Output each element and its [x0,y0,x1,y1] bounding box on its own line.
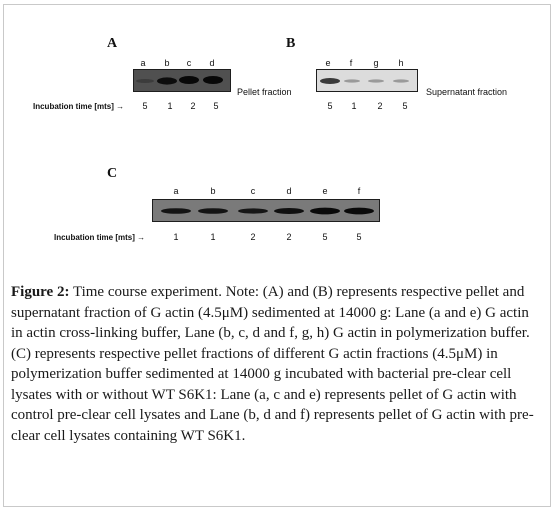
panel-b-lane-label: f [349,58,353,68]
panel-b-lane-label: h [398,58,404,68]
panel-c-lane-label: b [210,186,216,196]
panel-c-lane-label: a [173,186,179,196]
panel-c-row-label: Incubation time [mts] → [54,233,146,242]
panel-a-time-label: 5 [142,101,148,111]
panel-b-time-label: 1 [351,101,357,111]
panel-a-gel-blot [133,69,231,92]
panel-b-lane-label: e [325,58,331,68]
panel-c-time-label: 1 [210,232,216,242]
panel-b-lane-label: g [373,58,379,68]
panel-c-gel-blot [152,199,380,222]
panel-a-lane-label: a [140,58,146,68]
panel-c-lane-label: c [250,186,256,196]
panel-a-lane-label: c [186,58,192,68]
panel-c-time-label: 1 [173,232,179,242]
panel-a-lane-label: b [164,58,170,68]
panel-a-fraction-label: Pellet fraction [237,87,292,97]
panel-a-time-label: 2 [190,101,196,111]
figure-caption: Figure 2: Time course experiment. Note: … [11,282,543,446]
panel-a-time-label: 5 [213,101,219,111]
panel-c-lane-label: f [357,186,361,196]
panel-c-lane-label: e [322,186,328,196]
panel-c-time-label: 2 [286,232,292,242]
panel-c-time-label: 5 [356,232,362,242]
panel-b-time-label: 5 [402,101,408,111]
panel-a-row-label: Incubation time [mts] → [33,102,125,111]
figure-caption-label: Figure 2: [11,284,70,300]
panel-a-lane-label: d [209,58,215,68]
panel-b-time-label: 5 [327,101,333,111]
panel-c-letter: C [107,166,118,181]
figure-caption-text: Time course experiment. Note: (A) and (B… [11,284,534,444]
figure-frame [3,4,551,507]
panel-a-time-label: 1 [167,101,173,111]
panel-b-time-label: 2 [377,101,383,111]
panel-b-fraction-label: Supernatant fraction [426,87,508,97]
panel-c-time-label: 2 [250,232,256,242]
panel-b-letter: B [286,36,296,51]
panel-a-letter: A [107,36,118,51]
panel-b-gel-blot [316,69,418,92]
panel-c-lane-label: d [286,186,292,196]
panel-c-time-label: 5 [322,232,328,242]
